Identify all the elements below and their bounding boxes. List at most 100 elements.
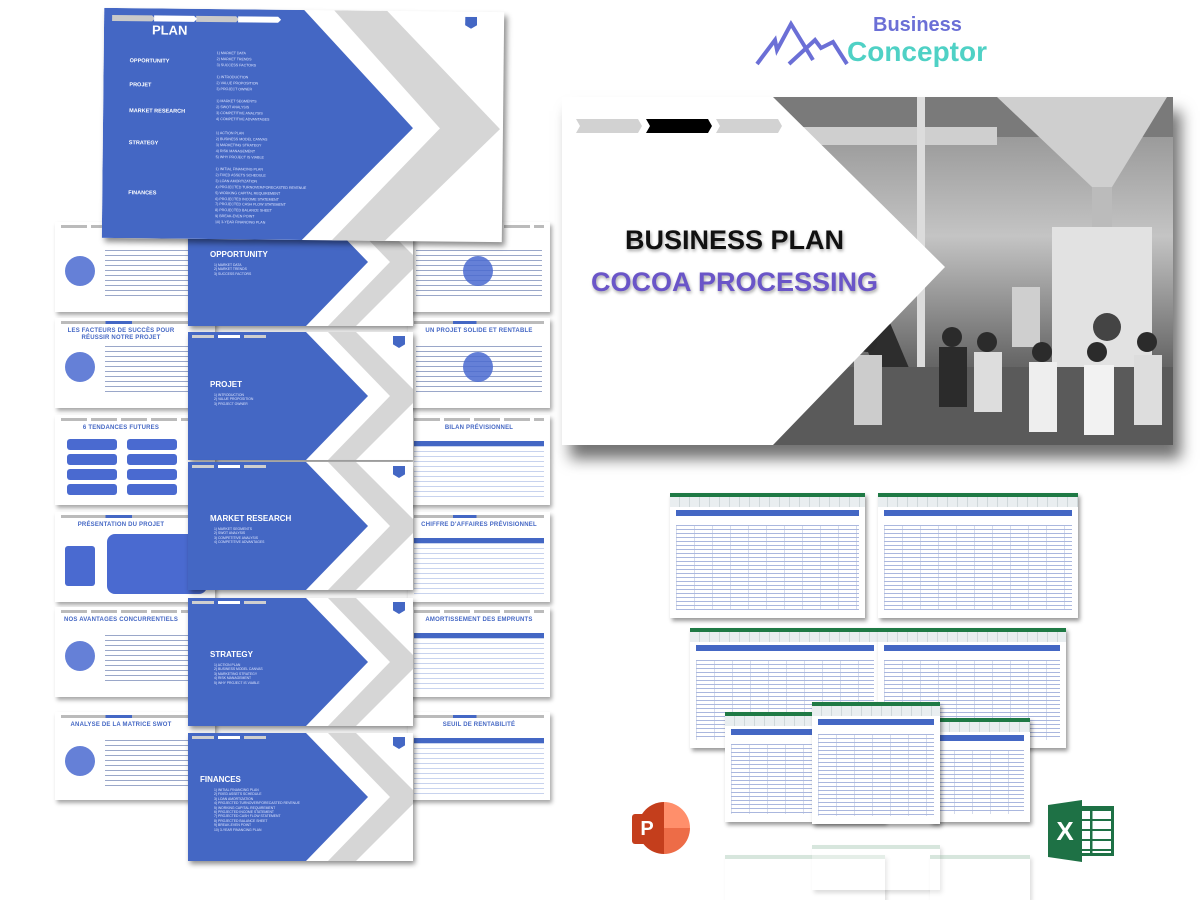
progress-bar [414, 715, 544, 718]
plan-category: MARKET RESEARCH [129, 108, 186, 115]
cover-title: BUSINESS PLAN [624, 225, 845, 255]
brand-conceptor: Conceptor [847, 36, 987, 67]
section-item: 3) SUCCESS FACTORS [214, 271, 252, 276]
section-item: 2) FIXED ASSETS SCHEDULE [214, 792, 262, 797]
slide-thumbnail: BILAN PRÉVISIONNEL [408, 415, 550, 505]
excel-ribbon [690, 632, 880, 642]
slide-thumbnail: AMORTISSEMENT DES EMPRUNTS [408, 607, 550, 697]
section-item: 3) PROJECT OWNER [214, 401, 248, 406]
section-item: 10) 3-YEAR FINANCING PLAN [214, 827, 262, 832]
thumbnail-title: BILAN PRÉVISIONNEL [444, 425, 514, 431]
brand-business: Business [873, 14, 962, 36]
thumbnail-title: NOS AVANTAGES CONCURRENTIELS [63, 617, 179, 623]
window-reflection [812, 845, 940, 890]
powerpoint-icon: P [632, 802, 690, 860]
sheet-header [884, 645, 1060, 651]
plan-category: OPPORTUNITY [129, 58, 170, 65]
excel-ribbon [930, 722, 1030, 732]
illustration-icon [65, 256, 95, 286]
thumbnail-title: UN PROJET SOLIDE ET RENTABLE [425, 328, 533, 334]
sheet-grid [884, 525, 1072, 610]
thumbnail-title: LES FACTEURS DE SUCCÈS POUR RÉUSSIR NOTR… [67, 328, 175, 341]
excel-window [878, 493, 1078, 618]
trend-box [67, 469, 117, 480]
excel-window [930, 718, 1030, 822]
plan-item: 5) WHY PROJECT IS VIABLE [215, 154, 264, 160]
chevron-graphic [101, 7, 500, 241]
logo-badge-icon [393, 737, 405, 749]
sheet-header [696, 645, 874, 651]
excel-window [670, 493, 865, 618]
excel-ribbon [725, 716, 885, 726]
sheet-grid [676, 525, 859, 610]
trend-box [127, 484, 177, 495]
plan-title: PLAN [151, 22, 188, 38]
section-title: MARKET RESEARCH [210, 514, 292, 523]
thumbnail-title: CHIFFRE D'AFFAIRES PRÉVISIONNEL [421, 522, 537, 528]
sheet-header [818, 719, 934, 725]
sheet-grid [936, 750, 1024, 814]
excel-ribbon [670, 497, 865, 507]
section-item: 3) COMPETITIVE ANALYSIS [214, 535, 259, 540]
section-item: 1) ACTION PLAN [214, 663, 241, 667]
plan-item: 3) PROJECT OWNER [216, 86, 253, 92]
cover-slide: BUSINESS PLAN COCOA PROCESSING [562, 97, 1173, 445]
progress-bar [61, 418, 209, 421]
window-reflection [725, 855, 885, 900]
thumbnail-title: PRÉSENTATION DU PROJET [77, 522, 165, 528]
excel-ribbon [878, 497, 1078, 507]
progress-bar [414, 418, 544, 421]
progress-bar [414, 610, 544, 613]
thumbnail-table [414, 538, 544, 594]
section-item: 3) LOAN AMORTIZATION [214, 796, 254, 801]
sheet-grid [818, 734, 934, 816]
plan-category: STRATEGY [128, 140, 159, 147]
progress-bar [414, 321, 544, 324]
trend-box [127, 439, 177, 450]
trend-box [67, 439, 117, 450]
section-item: 2) SWOT ANALYSIS [214, 531, 246, 536]
progress-bar [61, 610, 209, 613]
thumbnail-title: ANALYSE DE LA MATRICE SWOT [70, 722, 172, 728]
thumbnail-table [414, 633, 544, 689]
progress-bar [414, 515, 544, 518]
plan-item: 10) 3-YEAR FINANCING PLAN [214, 220, 266, 225]
section-title: OPPORTUNITY [210, 250, 268, 259]
section-item: 4) PROJECTED TURNOVER/FORECASTED REVENUE [214, 801, 300, 806]
logo-badge-icon [393, 602, 405, 614]
section-item: 5) WORKING CAPITAL REQUIREMENT [214, 805, 276, 810]
illustration-icon [65, 746, 95, 776]
thumbnail-table [414, 441, 544, 497]
section-title: FINANCES [200, 775, 241, 784]
trend-box [67, 484, 117, 495]
trend-box [67, 454, 117, 465]
window-reflection [930, 855, 1030, 900]
plan-category: FINANCES [128, 190, 157, 197]
illustration-icon [65, 352, 95, 382]
excel-ribbon [878, 632, 1066, 642]
excel-icon: X [1048, 800, 1116, 862]
sheet-header [731, 729, 879, 735]
excel-letter: X [1048, 800, 1082, 862]
slide-thumbnail: SEUIL DE RENTABILITÉ [408, 712, 550, 800]
section-title: PROJET [210, 380, 243, 389]
slide-thumbnail: CHIFFRE D'AFFAIRES PRÉVISIONNEL [408, 512, 550, 602]
sheet-header [936, 735, 1024, 741]
progress-bar [61, 321, 209, 324]
section-item: 6) PROJECTED INCOME STATEMENT [214, 810, 274, 815]
section-item: 2) BUSINESS MODEL CANVAS [214, 667, 263, 672]
plan-item: 3) SUCCESS FACTORS [216, 62, 257, 68]
progress-bar [61, 715, 209, 718]
podium-icon [65, 546, 95, 586]
excel-window [812, 702, 940, 824]
section-item: 1) INITIAL FINANCING PLAN [214, 788, 259, 792]
